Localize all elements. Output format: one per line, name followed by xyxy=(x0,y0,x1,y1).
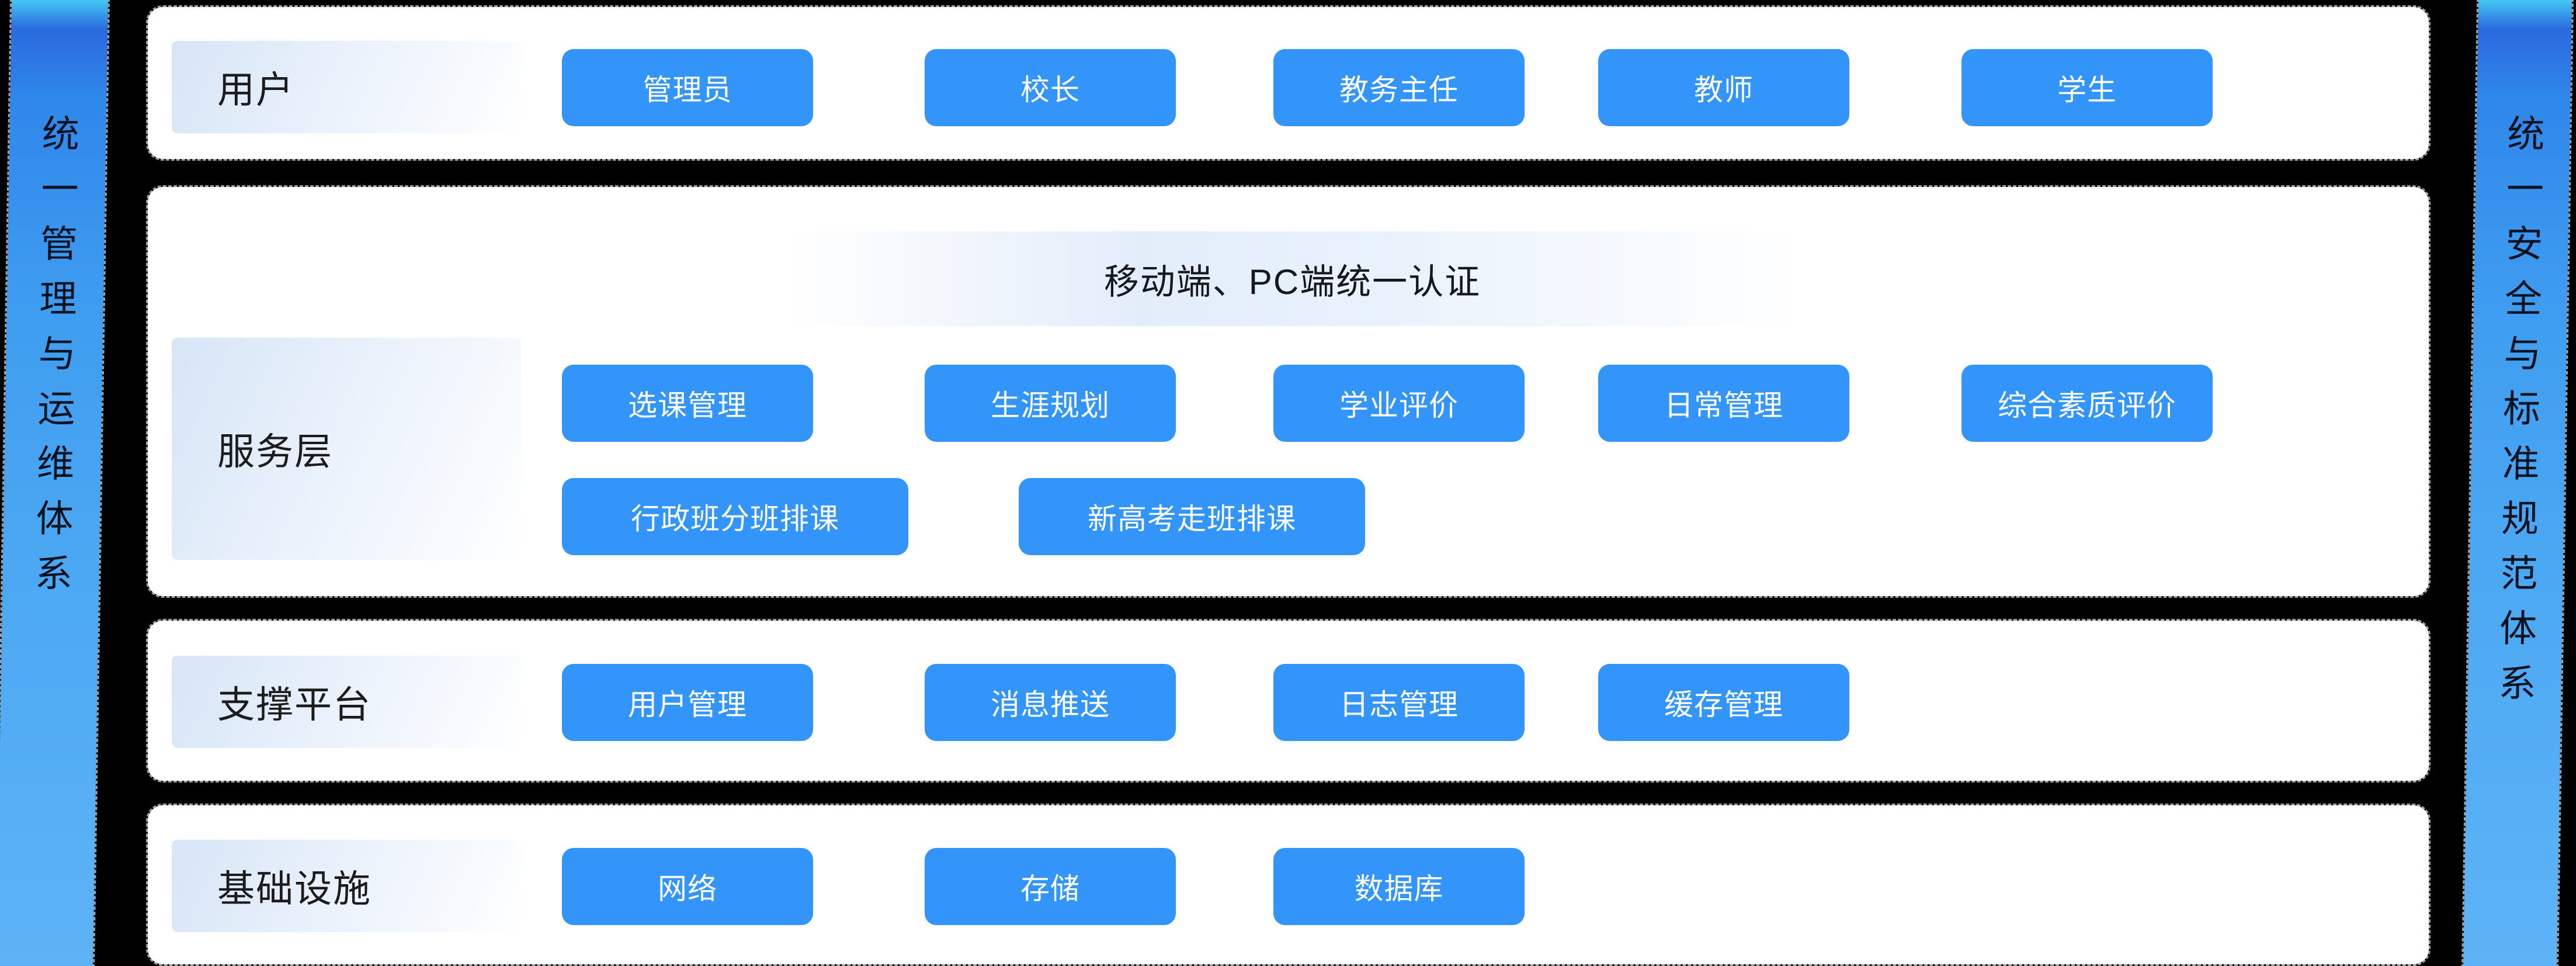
chip-dean: 教务主任 xyxy=(1273,49,1525,126)
layer-card-infrastructure: 基础设施 网络 存储 数据库 xyxy=(146,804,2431,966)
chip-log-management: 日志管理 xyxy=(1273,664,1525,741)
layer-card-users: 用户 管理员 校长 教务主任 教师 学生 xyxy=(146,5,2431,161)
layer-label-users: 用户 xyxy=(172,41,521,133)
layer-card-service: 移动端、PC端统一认证 服务层 选课管理 生涯规划 学业评价 日常管理 综合素质… xyxy=(146,185,2431,598)
unified-auth-banner: 移动端、PC端统一认证 xyxy=(787,231,1798,326)
ribbon-unified-security: 统一安全与标准规范体系 xyxy=(2461,0,2574,966)
chip-message-push: 消息推送 xyxy=(925,664,1176,741)
chip-network: 网络 xyxy=(562,848,813,925)
chip-cache-management: 缓存管理 xyxy=(1598,664,1849,741)
layer-label-infrastructure: 基础设施 xyxy=(172,840,521,932)
chip-comprehensive-quality-eval: 综合素质评价 xyxy=(1961,365,2213,442)
chip-principal: 校长 xyxy=(925,49,1176,126)
ribbon-unified-management: 统一管理与运维体系 xyxy=(0,0,110,966)
chip-daily-management: 日常管理 xyxy=(1598,365,1849,442)
chip-course-selection: 选课管理 xyxy=(562,365,813,442)
chip-admin: 管理员 xyxy=(562,49,813,126)
chip-storage: 存储 xyxy=(925,848,1176,925)
chip-teacher: 教师 xyxy=(1598,49,1849,126)
layer-label-support: 支撑平台 xyxy=(172,656,521,748)
chip-admin-class-scheduling: 行政班分班排课 xyxy=(562,478,908,555)
ribbon-left-text: 统一管理与运维体系 xyxy=(29,114,79,608)
chip-student: 学生 xyxy=(1961,49,2213,126)
chip-academic-evaluation: 学业评价 xyxy=(1273,365,1525,442)
layer-label-service: 服务层 xyxy=(172,338,521,560)
layer-card-support: 支撑平台 用户管理 消息推送 日志管理 缓存管理 xyxy=(146,619,2431,783)
ribbon-right-text: 统一安全与标准规范体系 xyxy=(2492,114,2544,718)
chip-career-planning: 生涯规划 xyxy=(925,365,1176,442)
chip-gaokao-class-scheduling: 新高考走班排课 xyxy=(1019,478,1365,555)
chip-database: 数据库 xyxy=(1273,848,1525,925)
chip-user-management: 用户管理 xyxy=(562,664,813,741)
